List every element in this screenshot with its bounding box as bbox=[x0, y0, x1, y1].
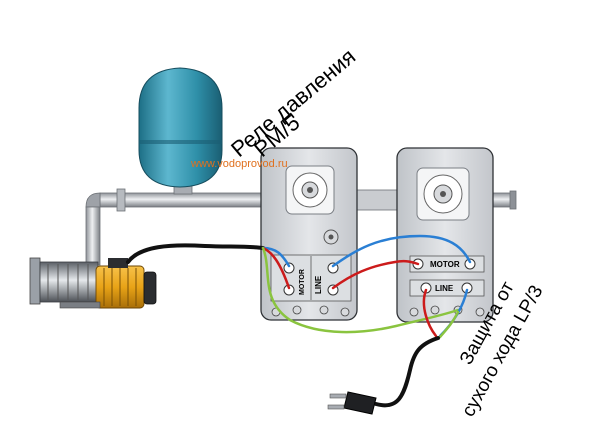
relay-title-line1: Реле давления bbox=[226, 44, 360, 162]
protection-line-label: LINE bbox=[435, 284, 454, 293]
pipe-elbow bbox=[85, 192, 101, 208]
relay-terminal-motor-1 bbox=[283, 262, 295, 274]
protection-motor-label: MOTOR bbox=[430, 260, 460, 269]
watermark: www.vodoprovod.ru bbox=[190, 158, 288, 170]
pipe-end-cap bbox=[509, 190, 517, 210]
pipe-coupling bbox=[116, 188, 126, 212]
protection-ground-screw-1 bbox=[430, 305, 440, 315]
pump-fan-cover bbox=[143, 271, 157, 305]
wire-red-relay-to-protection bbox=[331, 259, 420, 290]
wire-red-relay-motor bbox=[261, 246, 291, 290]
plug-pin-1 bbox=[329, 393, 347, 399]
supply-cable bbox=[374, 336, 440, 408]
pump-housing bbox=[39, 261, 99, 303]
relay-ground-screw-2 bbox=[319, 305, 329, 315]
pump-inlet-flange bbox=[29, 257, 41, 305]
pump-cable bbox=[126, 243, 265, 264]
relay-motor-label: MOTOR bbox=[299, 269, 306, 295]
relay-line-label: LINE bbox=[314, 275, 323, 294]
pipe-tee bbox=[354, 189, 398, 211]
power-plug bbox=[327, 391, 377, 415]
relay-ground-screw-1 bbox=[292, 305, 302, 315]
protection-motor-block bbox=[409, 255, 485, 273]
wire-red-supply bbox=[422, 288, 438, 338]
pressure-relay: MOTOR LINE bbox=[260, 147, 358, 321]
vertical-pipe bbox=[85, 206, 101, 266]
expansion-tank bbox=[138, 67, 223, 188]
wire-green-supply bbox=[438, 310, 460, 339]
wiring bbox=[126, 234, 472, 408]
pump bbox=[29, 257, 157, 309]
dry-run-protection: MOTOR LINE bbox=[396, 147, 494, 323]
pump-terminal-box bbox=[108, 258, 128, 268]
pump-base bbox=[59, 301, 101, 309]
wire-blue-relay-to-protection bbox=[331, 234, 472, 268]
plug-pin-2 bbox=[327, 404, 345, 410]
protection-terminal-motor-2 bbox=[464, 258, 476, 270]
